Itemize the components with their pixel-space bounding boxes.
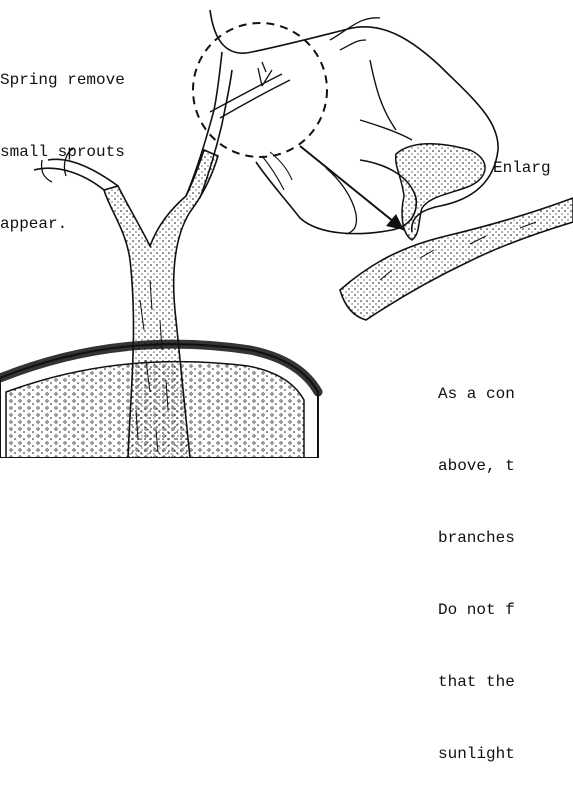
pointer-arrow (300, 146, 404, 230)
enlarged-branch (340, 198, 573, 320)
caption-bottom-line: that the (438, 670, 515, 694)
caption-top-line: small sprouts (0, 140, 125, 164)
caption-bottom-line: sunlight (438, 742, 515, 766)
enlargement-circle (193, 23, 327, 157)
hand-illustration (210, 10, 498, 240)
caption-top: Spring remove small sprouts appear. (0, 20, 125, 260)
caption-top-line: appear. (0, 212, 125, 236)
enlarged-label: Enlarg (493, 156, 551, 180)
caption-bottom-line: branches (438, 526, 515, 550)
caption-top-line: Spring remove (0, 68, 125, 92)
caption-bottom: As a con above, t branches Do not f that… (438, 334, 515, 790)
caption-bottom-line: Do not f (438, 598, 515, 622)
caption-bottom-line: As a con (438, 382, 515, 406)
